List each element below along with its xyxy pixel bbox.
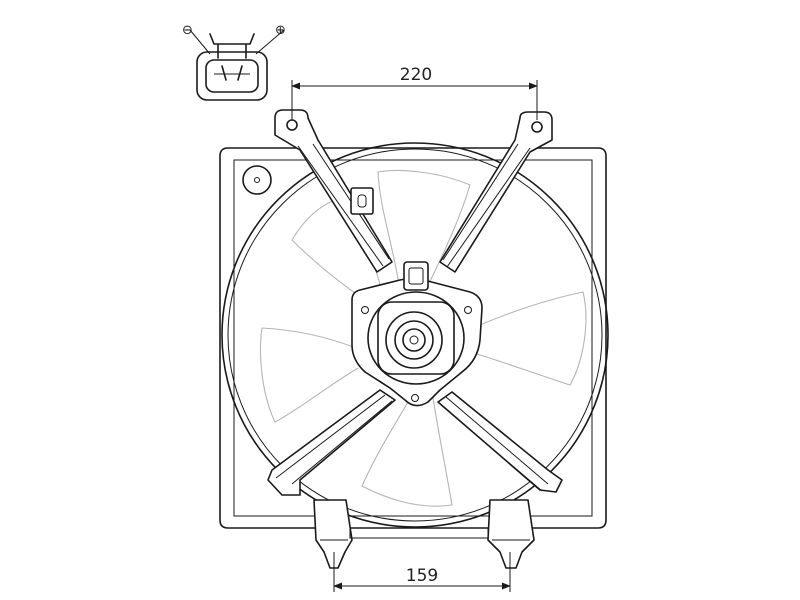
bracket-arm-upper-left — [274, 109, 393, 273]
bracket-arm-lower-right — [437, 391, 563, 493]
dimension-top: 220 — [291, 65, 538, 120]
dimension-bottom: 159 — [333, 565, 511, 592]
bracket-tab — [350, 187, 374, 215]
motor-connector-plug — [403, 261, 429, 291]
dimension-top-label: 220 — [400, 65, 432, 85]
shroud-bottom-lip — [349, 528, 489, 539]
connector-positive-symbol: ⊕ — [275, 23, 286, 38]
electrical-connector-detail: ⊖ ⊕ — [182, 23, 286, 101]
bracket-arm-lower-left — [267, 389, 396, 496]
fan-ring — [221, 142, 609, 528]
dimension-bottom-label: 159 — [406, 566, 438, 586]
fan-motor — [351, 277, 483, 407]
mount-foot-left — [313, 499, 353, 569]
connector-negative-symbol: ⊖ — [182, 23, 193, 38]
mount-foot-right — [487, 499, 535, 569]
bracket-arm-upper-right — [439, 111, 553, 273]
shroud-frame — [219, 147, 607, 529]
